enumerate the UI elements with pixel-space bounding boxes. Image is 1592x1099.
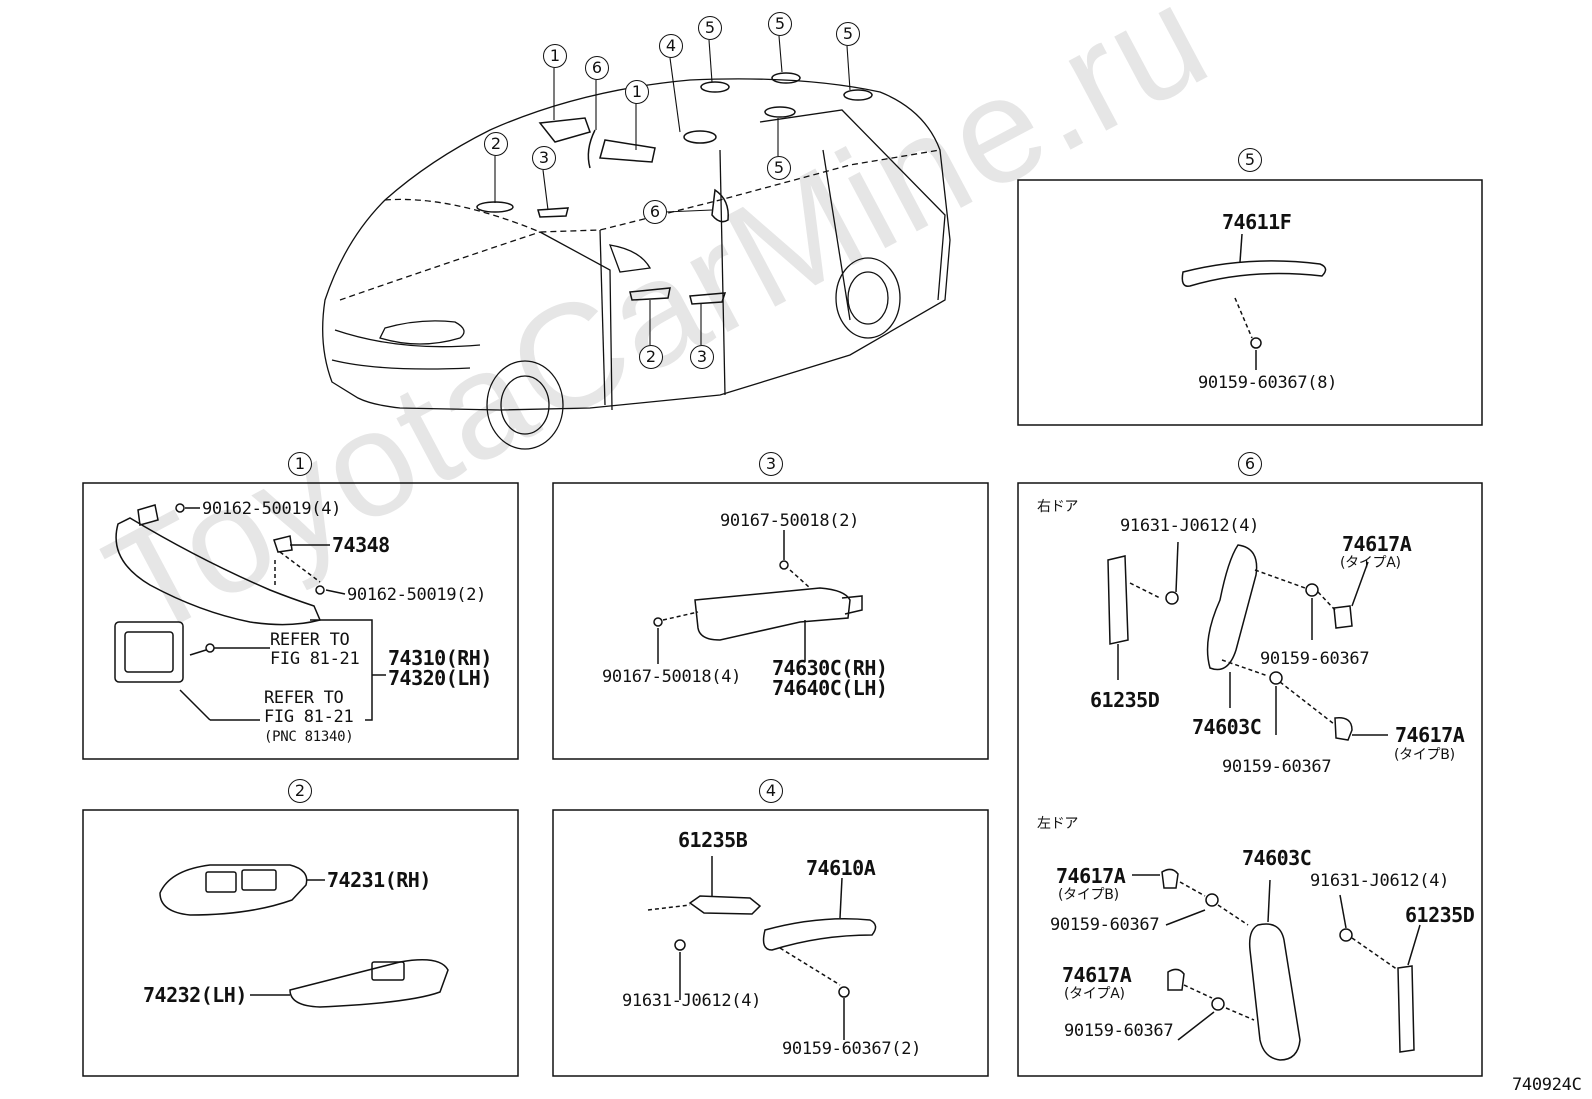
vehicle-callout-leaders bbox=[494, 35, 851, 345]
panel-4-parts bbox=[647, 856, 877, 1040]
p3-lh-label: 74640C(LH) bbox=[772, 676, 888, 700]
p6-r-cover-b-label: 74617A bbox=[1395, 723, 1465, 747]
p1-holder-label: 74348 bbox=[332, 533, 390, 557]
callout-3-front: 3 bbox=[532, 146, 556, 170]
p3-rh-label: 74630C(RH) bbox=[772, 656, 888, 680]
callout-1-visor-left: 1 bbox=[543, 44, 567, 68]
p1-visor-lh-label: 74320(LH) bbox=[388, 666, 492, 690]
panel-4-header: 4 bbox=[759, 779, 783, 803]
p6-l-bolt-label: 91631-J0612(4) bbox=[1310, 871, 1450, 891]
p1-screw-b-label: 90162-50019(2) bbox=[347, 585, 487, 605]
p4-bolt-label: 91631-J0612(4) bbox=[622, 991, 762, 1011]
p6-left-door-heading: 左ドア bbox=[1037, 816, 1079, 832]
panel-6-right bbox=[1107, 541, 1388, 741]
p6-r-cover-a-label: 74617A bbox=[1342, 532, 1412, 556]
p6-r-screw2-label: 90159-60367 bbox=[1222, 757, 1332, 777]
vehicle-parts bbox=[476, 72, 873, 305]
panel-5-frame bbox=[1017, 179, 1483, 426]
p1-visor-rh-label: 74310(RH) bbox=[388, 646, 492, 670]
p6-l-cover-a-type: (タイプA) bbox=[1064, 986, 1125, 1002]
p4-grip-label: 74610A bbox=[806, 856, 876, 880]
diagram-code: 740924C bbox=[1512, 1075, 1582, 1095]
callout-5-d: 5 bbox=[767, 156, 791, 180]
p6-l-grip-label: 74603C bbox=[1242, 846, 1312, 870]
p4-screw-label: 90159-60367(2) bbox=[782, 1039, 922, 1059]
panel-4-frame bbox=[552, 809, 989, 1077]
p3-screw-bottom-label: 90167-50018(4) bbox=[602, 667, 742, 687]
callout-3-door: 3 bbox=[690, 345, 714, 369]
p1-refer1-line1: REFER TO bbox=[270, 630, 350, 650]
vehicle-outline bbox=[322, 78, 951, 450]
p6-r-screw1-label: 90159-60367 bbox=[1260, 649, 1370, 669]
callout-5-b: 5 bbox=[768, 12, 792, 36]
p6-l-cover-b-type: (タイプB) bbox=[1058, 887, 1119, 903]
p6-right-door-heading: 右ドア bbox=[1037, 499, 1079, 515]
p6-l-screw2-label: 90159-60367 bbox=[1064, 1021, 1174, 1041]
callout-4: 4 bbox=[659, 34, 683, 58]
panel-3-frame bbox=[552, 482, 989, 760]
p6-l-cover-a-label: 74617A bbox=[1062, 963, 1132, 987]
p1-screw-a-label: 90162-50019(4) bbox=[202, 499, 342, 519]
callout-6-side: 6 bbox=[643, 200, 667, 224]
panel-3-header: 3 bbox=[759, 452, 783, 476]
panel-5-header: 5 bbox=[1238, 148, 1262, 172]
panel-6-frame bbox=[1017, 482, 1483, 1077]
p1-refer1-line2: FIG 81-21 bbox=[270, 649, 360, 669]
panel-2-frame bbox=[82, 809, 519, 1077]
p6-r-cover-a-type: (タイプA) bbox=[1340, 555, 1401, 571]
callout-2-door: 2 bbox=[639, 345, 663, 369]
panel-3-pad bbox=[653, 530, 863, 664]
p2-rh-label: 74231(RH) bbox=[327, 868, 431, 892]
callout-1-visor-right: 1 bbox=[625, 80, 649, 104]
p6-r-bracket-label: 61235D bbox=[1090, 688, 1160, 712]
p6-l-bracket-label: 61235D bbox=[1405, 903, 1475, 927]
panel-2-bezels bbox=[159, 864, 449, 1008]
callout-2-front: 2 bbox=[484, 132, 508, 156]
p1-refer2-line1: REFER TO bbox=[264, 688, 344, 708]
panel-1-frame bbox=[82, 482, 519, 760]
callout-5-c: 5 bbox=[836, 22, 860, 46]
p5-screw-label: 90159-60367(8) bbox=[1198, 373, 1338, 393]
p1-refer2-line2: FIG 81-21 bbox=[264, 707, 354, 727]
panel-2-header: 2 bbox=[288, 779, 312, 803]
p6-r-bolt-label: 91631-J0612(4) bbox=[1120, 516, 1260, 536]
panel-6-header: 6 bbox=[1238, 452, 1262, 476]
p6-r-grip-label: 74603C bbox=[1192, 715, 1262, 739]
p3-screw-top-label: 90167-50018(2) bbox=[720, 511, 860, 531]
p5-grip-label: 74611F bbox=[1222, 210, 1292, 234]
p6-l-cover-b-label: 74617A bbox=[1056, 864, 1126, 888]
callout-5-a: 5 bbox=[698, 16, 722, 40]
p2-lh-label: 74232(LH) bbox=[143, 983, 247, 1007]
p1-refer2-line3: (PNC 81340) bbox=[264, 729, 354, 745]
panel-5-grip bbox=[1181, 233, 1327, 370]
panel-1-visor bbox=[114, 503, 386, 721]
callout-6-front: 6 bbox=[585, 56, 609, 80]
p6-r-cover-b-type: (タイプB) bbox=[1394, 747, 1455, 763]
p4-bracket-label: 61235B bbox=[678, 828, 748, 852]
panel-6-left bbox=[1132, 868, 1421, 1061]
panel-1-header: 1 bbox=[288, 452, 312, 476]
p6-l-screw1-label: 90159-60367 bbox=[1050, 915, 1160, 935]
